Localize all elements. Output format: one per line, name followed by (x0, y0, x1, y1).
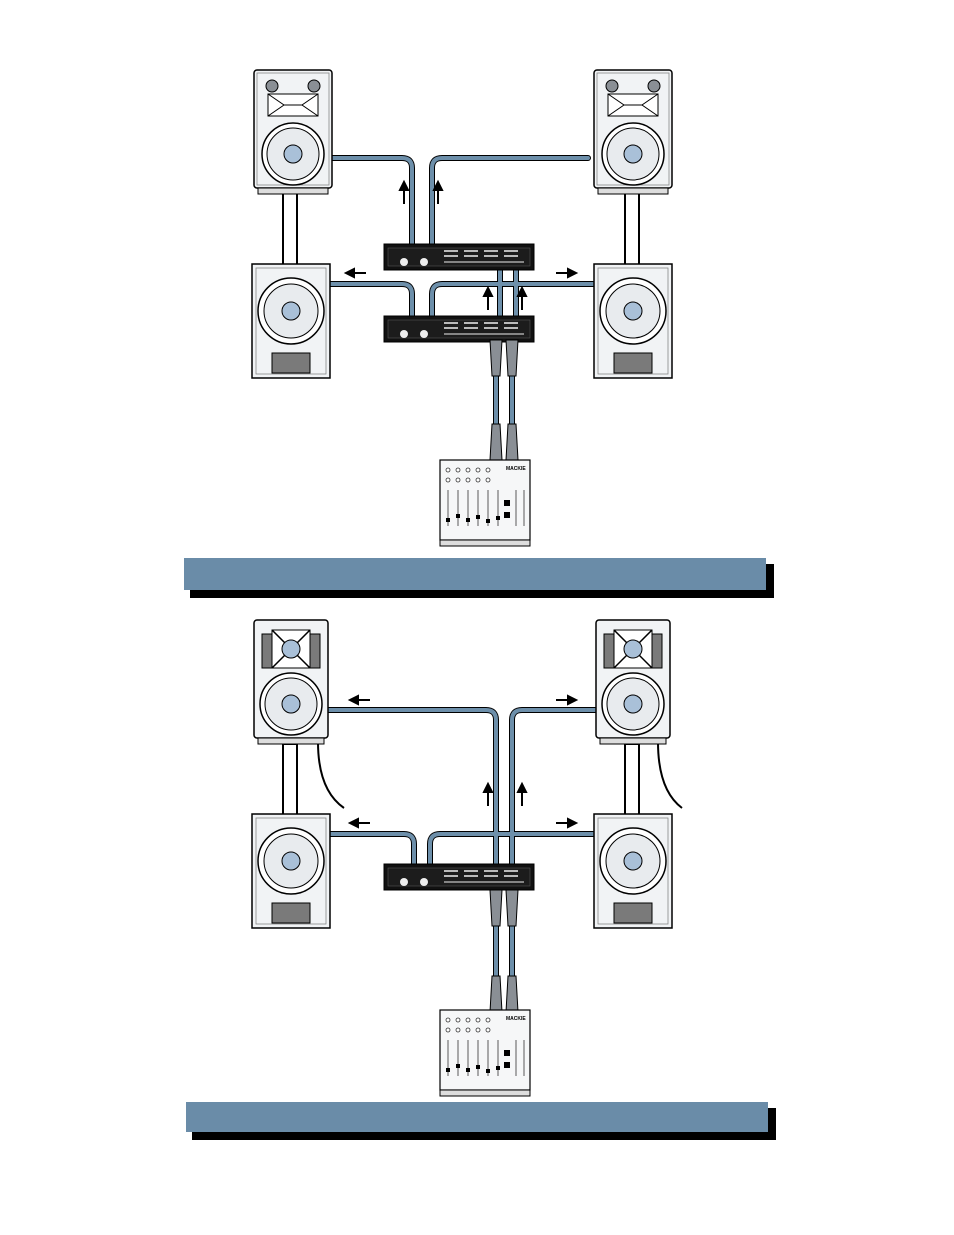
full-range-speaker-icon (254, 70, 332, 194)
powered-speaker-icon (596, 620, 670, 744)
mixer-icon: MACKIE (440, 460, 530, 546)
power-amplifier-icon (384, 316, 534, 342)
caption-bar-top (184, 558, 774, 598)
subwoofer-icon (594, 264, 672, 378)
left-speaker-pole (283, 744, 297, 816)
bottom-diagram: MACKIE (252, 620, 682, 1096)
right-speaker-pole (625, 190, 639, 266)
caption-bar-bottom (186, 1102, 776, 1140)
subwoofer-icon (252, 264, 330, 378)
svg-text:MACKIE: MACKIE (506, 1016, 526, 1022)
right-speaker-pole (625, 744, 639, 816)
power-amplifier-icon (384, 864, 534, 890)
subwoofer-icon (252, 814, 330, 928)
subwoofer-icon (594, 814, 672, 928)
powered-speaker-icon (254, 620, 328, 744)
full-range-speaker-icon (594, 70, 672, 194)
signal-arrow-icon (350, 696, 576, 827)
top-diagram: MACKIE (252, 70, 672, 546)
left-speaker-pole (283, 190, 297, 266)
mixer-icon: MACKIE (440, 1010, 530, 1096)
power-amplifier-icon (384, 244, 534, 270)
svg-text:MACKIE: MACKIE (506, 466, 526, 472)
